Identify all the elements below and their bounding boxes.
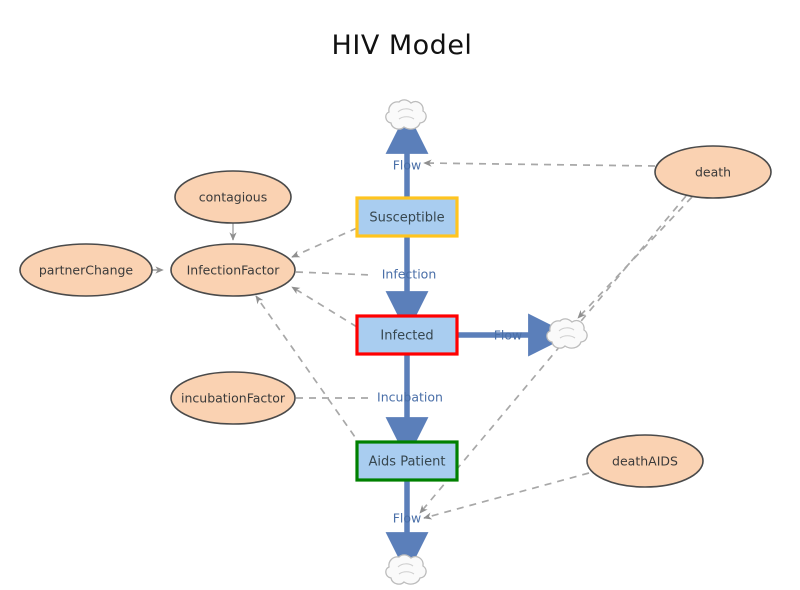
variable-contagious-ellipse[interactable] bbox=[174, 170, 292, 224]
flow-labels-layer: Flow Infection Flow Incubation Flow bbox=[377, 158, 522, 526]
stock-aids-patient-box[interactable] bbox=[355, 440, 459, 482]
link-deathaids-to-aids-death-flow bbox=[423, 472, 590, 520]
cloud-top bbox=[385, 99, 427, 130]
variable-infectionfactor-ellipse[interactable] bbox=[170, 243, 296, 297]
flow-label-birth: Flow bbox=[393, 158, 422, 173]
variable-contagious[interactable]: contagious bbox=[174, 170, 292, 224]
variable-partnerchange[interactable]: partnerChange bbox=[19, 243, 153, 297]
link-aidspatient-to-infectionfactor bbox=[255, 295, 363, 448]
page-title: HIV Model bbox=[332, 30, 473, 61]
flow-label-infected-death: Flow bbox=[494, 328, 523, 343]
stock-infected[interactable]: Infected bbox=[355, 314, 459, 356]
variable-contagious-label: contagious bbox=[199, 190, 268, 205]
cloud-detail-stroke bbox=[397, 108, 414, 113]
stock-aids-patient-label: Aids Patient bbox=[369, 455, 446, 470]
variable-incubationfactor-label: incubationFactor bbox=[181, 391, 286, 406]
variable-death-ellipse[interactable] bbox=[654, 145, 772, 199]
link-death-to-birth-flow bbox=[423, 159, 656, 167]
flows-layer bbox=[385, 110, 572, 576]
variable-deathaids-label: deathAIDS bbox=[612, 454, 678, 469]
stock-aids-patient[interactable]: Aids Patient bbox=[355, 440, 459, 482]
causal-links-layer bbox=[152, 159, 693, 520]
flow-label-incubation: Incubation bbox=[377, 390, 443, 405]
stock-susceptible-box[interactable] bbox=[355, 196, 459, 238]
link-susceptible-to-infectionfactor bbox=[291, 227, 358, 258]
flow-label-aids-death: Flow bbox=[393, 511, 422, 526]
variable-death[interactable]: death bbox=[654, 145, 772, 199]
cloud-icon bbox=[385, 554, 427, 585]
variable-infectionfactor[interactable]: InfectionFactor bbox=[170, 243, 296, 297]
cloud-right bbox=[546, 318, 588, 349]
variable-partnerchange-ellipse[interactable] bbox=[19, 243, 153, 297]
cloud-detail-stroke bbox=[398, 116, 415, 120]
cloud-icon bbox=[546, 318, 588, 349]
variable-deathaids-ellipse[interactable] bbox=[586, 434, 704, 488]
link-death-to-aids-death-flow bbox=[419, 195, 687, 514]
variable-infectionfactor-label: InfectionFactor bbox=[187, 263, 281, 278]
variable-incubationfactor-ellipse[interactable] bbox=[170, 371, 296, 425]
variable-partnerchange-label: partnerChange bbox=[39, 263, 134, 278]
cloud-icon bbox=[385, 99, 427, 130]
variable-incubationfactor[interactable]: incubationFactor bbox=[170, 371, 296, 425]
link-infected-to-infectionfactor bbox=[291, 286, 358, 328]
link-infectionfactor-to-infection-flow bbox=[295, 271, 373, 276]
cloud-detail-stroke bbox=[559, 335, 576, 339]
cloud-bottom bbox=[385, 554, 427, 585]
cloud-detail-stroke bbox=[398, 571, 415, 575]
variable-death-label: death bbox=[695, 165, 731, 180]
stock-infected-box[interactable] bbox=[355, 314, 459, 356]
stock-susceptible-label: Susceptible bbox=[369, 211, 444, 226]
cloud-detail-stroke bbox=[397, 563, 414, 568]
variable-deathaids[interactable]: deathAIDS bbox=[586, 434, 704, 488]
stock-susceptible[interactable]: Susceptible bbox=[355, 196, 459, 238]
cloud-detail-stroke bbox=[558, 327, 575, 332]
stock-infected-label: Infected bbox=[380, 329, 433, 344]
flow-label-infection: Infection bbox=[382, 267, 437, 282]
